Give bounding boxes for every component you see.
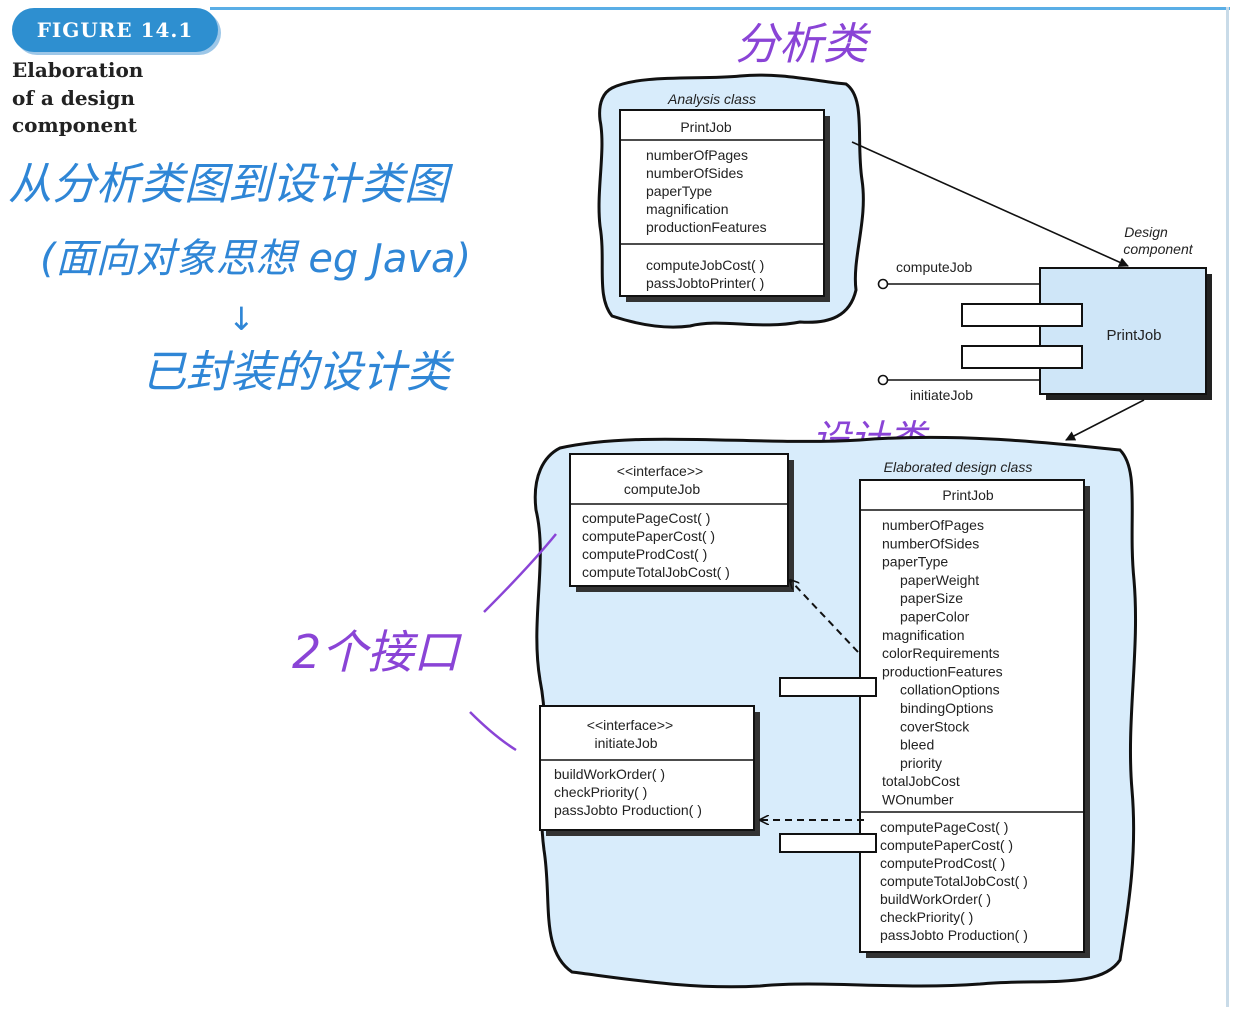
- elaborated-attribute: collationOptions: [900, 682, 1000, 698]
- elaborated-attribute: numberOfPages: [882, 517, 984, 533]
- elaborated-attribute: bindingOptions: [900, 700, 993, 716]
- component-label-1: Design: [1124, 224, 1168, 240]
- analysis-class-box: PrintJob numberOfPages numberOfSides paper…: [619, 109, 830, 302]
- elaborated-attribute: totalJobCost: [882, 773, 960, 789]
- elaborated-attribute: numberOfSides: [882, 535, 979, 551]
- elaborated-attribute: WOnumber: [882, 792, 954, 808]
- annotation-stroke-upper: [483, 533, 557, 613]
- figure-badge-text: FIGURE 14.1: [36, 18, 194, 42]
- elaborated-attribute: bleed: [900, 737, 934, 753]
- elaborated-attribute: priority: [900, 755, 942, 771]
- component-interface-top: computeJob: [896, 259, 972, 275]
- component-to-elaborated-arrow: [1065, 399, 1145, 441]
- interface1-stereotype: <<interface>>: [617, 463, 703, 479]
- elaborated-attribute: coverStock: [900, 718, 970, 734]
- elaborated-attribute: paperType: [882, 554, 948, 570]
- elaborated-operation: buildWorkOrder( ): [880, 891, 991, 907]
- component-name: PrintJob: [1106, 327, 1161, 344]
- figure-caption-line2: of a design: [12, 86, 135, 110]
- elaborated-class-name: PrintJob: [942, 487, 994, 503]
- analysis-attribute: magnification: [646, 201, 729, 217]
- right-rule: [1226, 7, 1229, 1007]
- interface1-operation: computePageCost( ): [582, 510, 710, 526]
- elaborated-attribute: magnification: [882, 627, 965, 643]
- analysis-operation: passJobtoPrinter( ): [646, 275, 764, 291]
- elaborated-operation: computePageCost( ): [880, 819, 1008, 835]
- annotation-line1: 从分析类图到设计类图: [8, 159, 448, 210]
- analysis-attribute: numberOfSides: [646, 165, 743, 181]
- interface1-operation: computeTotalJobCost( ): [582, 564, 730, 580]
- figure-caption-line1: Elaboration: [12, 58, 144, 82]
- elaborated-operation: computeProdCost( ): [880, 855, 1005, 871]
- interface-initiatejob-box: <<interface>> initiateJob buildWorkOrder…: [539, 705, 760, 836]
- interface2-name: initiateJob: [594, 735, 657, 751]
- analysis-attribute: numberOfPages: [646, 147, 748, 163]
- annotation-line2: (面向对象思想 eg Java): [40, 236, 472, 282]
- annotation-analysis-class: 分析类: [735, 19, 867, 70]
- realization-computejob: [790, 580, 859, 653]
- interface1-operation: computePaperCost( ): [582, 528, 715, 544]
- analysis-operation: computeJobCost( ): [646, 257, 764, 273]
- elaborated-attribute: paperWeight: [900, 572, 979, 588]
- elaborated-class-box: PrintJob numberOfPages numberOfSides paper…: [779, 479, 1090, 958]
- elaborated-attribute: productionFeatures: [882, 663, 1003, 679]
- interface2-stereotype: <<interface>>: [587, 717, 673, 733]
- interface1-operation: computeProdCost( ): [582, 546, 707, 562]
- elaborated-operation: checkPriority( ): [880, 909, 973, 925]
- analysis-to-component-arrow: [851, 141, 1129, 267]
- figure-badge: FIGURE 14.1: [12, 8, 218, 52]
- interface2-operation: buildWorkOrder( ): [554, 766, 665, 782]
- component-label-2: component: [1123, 241, 1193, 257]
- annotation-arrow: ↓: [228, 300, 255, 338]
- analysis-label: Analysis class: [667, 91, 756, 107]
- annotation-line3: 已封装的设计类: [142, 347, 450, 398]
- elaborated-operation: computeTotalJobCost( ): [880, 873, 1028, 889]
- component-interface-bottom: initiateJob: [910, 387, 973, 403]
- analysis-class-name: PrintJob: [680, 119, 732, 135]
- interface2-operation: passJobto Production( ): [554, 802, 702, 818]
- analysis-attribute: productionFeatures: [646, 219, 767, 235]
- elaborated-operation: computePaperCost( ): [880, 837, 1013, 853]
- annotation-stroke-lower: [469, 711, 517, 752]
- interface-computejob-box: <<interface>> computeJob computePageCost…: [569, 453, 794, 592]
- top-rule: [210, 7, 1230, 10]
- design-component-box: PrintJob computeJob initiateJob: [877, 259, 1212, 403]
- interface1-name: computeJob: [624, 481, 700, 497]
- interface2-operation: checkPriority( ): [554, 784, 647, 800]
- elaborated-attribute: colorRequirements: [882, 645, 1000, 661]
- figure-caption-line3: component: [12, 113, 138, 137]
- elaborated-label: Elaborated design class: [884, 459, 1033, 475]
- elaborated-attribute: paperSize: [900, 590, 963, 606]
- analysis-attribute: paperType: [646, 183, 712, 199]
- elaborated-operation: passJobto Production( ): [880, 927, 1028, 943]
- elaborated-attribute: paperColor: [900, 609, 970, 625]
- annotation-two-interfaces: 2个接口: [292, 625, 460, 679]
